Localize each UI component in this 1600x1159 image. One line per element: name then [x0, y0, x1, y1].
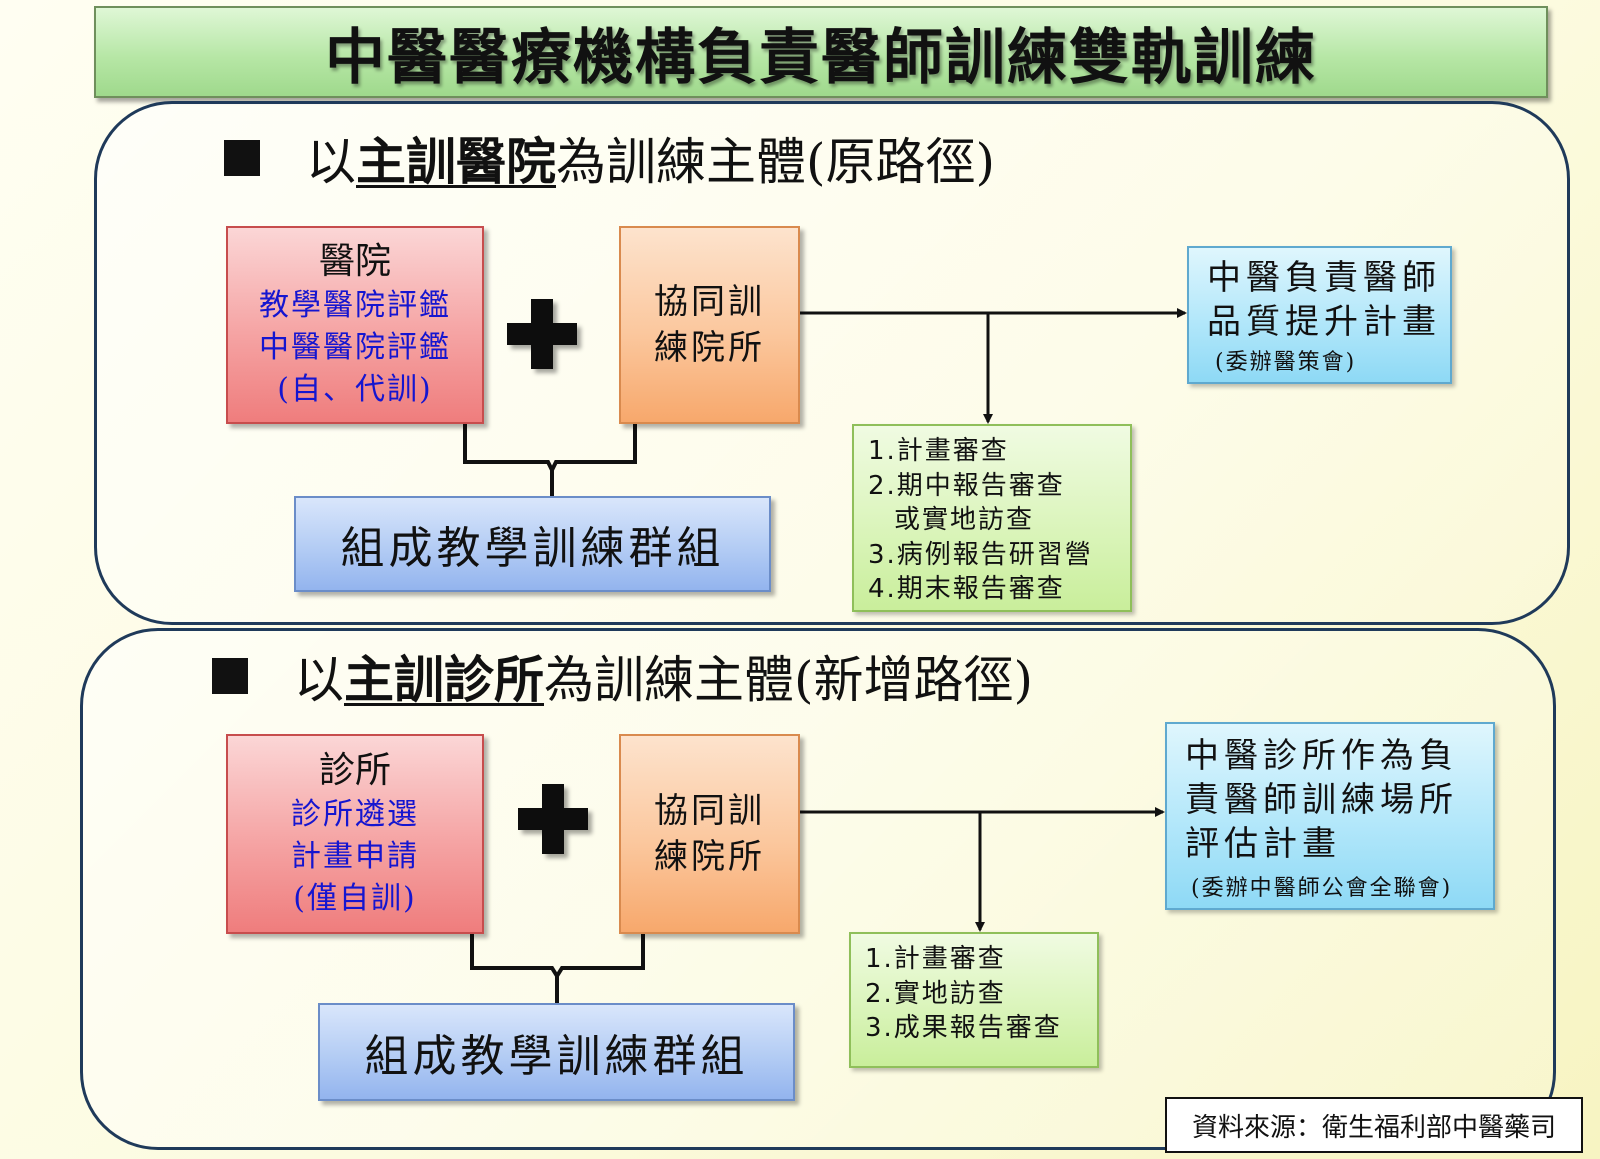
- hospital-box-title: 醫院: [318, 241, 391, 282]
- heading-prefix: 以: [306, 133, 356, 191]
- partner-box-line: 協同訓: [654, 791, 765, 831]
- bullet-square-icon: [224, 140, 260, 176]
- partner-box-line: 協同訓: [654, 282, 765, 322]
- heading-emphasis: 主訓醫院: [356, 133, 556, 191]
- review-box: 1.計畫審查 2.實地訪查 3.成果報告審查: [849, 932, 1099, 1068]
- review-item: 3.病例報告研習營: [868, 539, 1093, 570]
- plan-box-line: 中醫負責醫師: [1207, 258, 1441, 298]
- group-box: 組成教學訓練群組: [318, 1003, 795, 1101]
- review-box: 1.計畫審查 2.期中報告審查 或實地訪查 3.病例報告研習營 4.期末報告審查: [852, 424, 1132, 612]
- clinic-box: 診所 診所遴選 計畫申請 (僅自訓): [226, 734, 484, 934]
- plan-box: 中醫診所作為負 責醫師訓練場所 評估計畫 (委辦中醫師公會全聯會): [1165, 722, 1495, 910]
- title-banner: 中醫醫療機構負責醫師訓練雙軌訓練: [94, 6, 1548, 98]
- partner-box: 協同訓 練院所: [619, 226, 800, 424]
- clinic-box-line: 計畫申請: [291, 839, 419, 874]
- group-box: 組成教學訓練群組: [294, 496, 771, 592]
- hospital-box-line: (自、代訓): [277, 372, 433, 407]
- review-item: 4.期末報告審查: [868, 574, 1065, 604]
- heading-suffix: 為訓練主體(原路徑): [556, 133, 996, 191]
- plan-box-note: (委辦中醫師公會全聯會): [1191, 876, 1453, 901]
- hospital-box: 醫院 教學醫院評鑑 中醫醫院評鑑 (自、代訓): [226, 226, 484, 424]
- hospital-box-line: 教學醫院評鑑: [259, 288, 451, 323]
- group-box-label: 組成教學訓練群組: [364, 1031, 749, 1082]
- bullet-square-icon: [212, 658, 248, 694]
- review-item: 2.期中報告審查: [868, 470, 1065, 501]
- review-item: 1.計畫審查: [868, 436, 1009, 466]
- plan-box-line: 品質提升計畫: [1207, 302, 1441, 342]
- page-title: 中醫醫療機構負責醫師訓練雙軌訓練: [325, 22, 1317, 93]
- plan-box-note: (委辦醫策會): [1215, 350, 1357, 375]
- plan-box-line: 評估計畫: [1185, 824, 1341, 864]
- heading-emphasis: 主訓診所: [344, 651, 544, 709]
- plan-box-line: 中醫診所作為負: [1185, 736, 1458, 776]
- heading-prefix: 以: [294, 651, 344, 709]
- source-box: 資料來源：衛生福利部中醫藥司: [1165, 1097, 1583, 1153]
- clinic-box-title: 診所: [318, 750, 391, 791]
- partner-box-line: 練院所: [654, 328, 765, 368]
- clinic-box-line: 診所遴選: [291, 797, 419, 832]
- plan-box: 中醫負責醫師 品質提升計畫 (委辦醫策會): [1187, 246, 1452, 384]
- review-item: 1.計畫審查: [865, 944, 1006, 974]
- hospital-box-line: 中醫醫院評鑑: [259, 330, 451, 365]
- section-clinic-heading: 以 主訓診所 為訓練主體(新增路徑): [212, 644, 1033, 709]
- plan-box-line: 責醫師訓練場所: [1185, 780, 1458, 820]
- clinic-box-line: (僅自訓): [293, 881, 417, 916]
- partner-box-line: 練院所: [654, 837, 765, 877]
- source-label: 資料來源：衛生福利部中醫藥司: [1191, 1112, 1556, 1143]
- group-box-label: 組成教學訓練群組: [340, 523, 725, 574]
- section-hospital-heading: 以 主訓醫院 為訓練主體(原路徑): [224, 126, 995, 191]
- review-item: 2.實地訪查: [865, 978, 1006, 1009]
- heading-suffix: 為訓練主體(新增路徑): [544, 651, 1034, 709]
- partner-box: 協同訓 練院所: [619, 734, 800, 934]
- review-item: 3.成果報告審查: [865, 1013, 1062, 1043]
- review-item: 或實地訪查: [894, 505, 1035, 535]
